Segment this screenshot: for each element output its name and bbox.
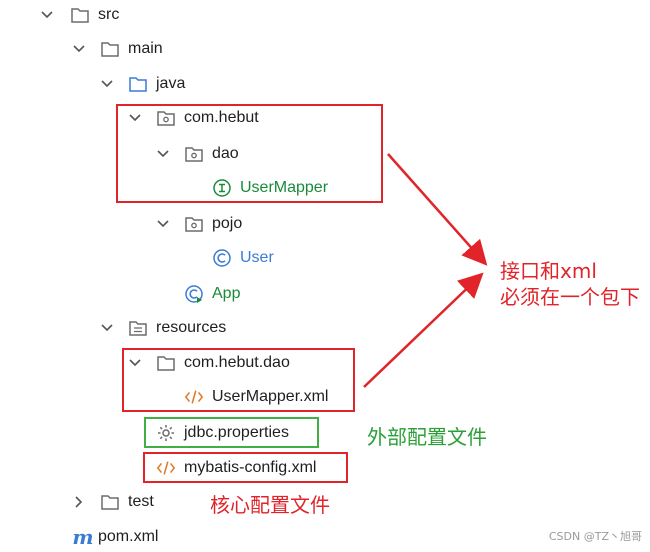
tree-label: test — [128, 493, 154, 510]
annotation-external-config: 外部配置文件 — [367, 425, 487, 449]
tree-label: jdbc.properties — [184, 424, 289, 441]
tree-label: mybatis-config.xml — [184, 459, 317, 476]
tree-label: java — [156, 75, 186, 92]
chevron-down-icon[interactable] — [128, 356, 142, 370]
annotation-core-config: 核心配置文件 — [210, 493, 330, 517]
tree-row-main[interactable]: main — [72, 34, 163, 64]
tree-label: User — [240, 249, 274, 266]
tree-row-com-hebut[interactable]: com.hebut — [128, 103, 259, 133]
resources-folder-icon — [128, 318, 148, 338]
tree-row-java[interactable]: java — [100, 69, 185, 99]
xml-icon — [184, 387, 204, 407]
folder-icon — [100, 39, 120, 59]
tree-row-dao[interactable]: dao — [156, 139, 239, 169]
tree-row-mybatis-config[interactable]: mybatis-config.xml — [156, 453, 316, 483]
tree-row-user[interactable]: User — [212, 243, 274, 273]
tree-label: src — [98, 6, 120, 23]
tree-row-test[interactable]: test — [72, 487, 154, 517]
chevron-down-icon[interactable] — [40, 8, 54, 22]
annotation-line-1: 接口和xml — [500, 259, 597, 283]
tree-row-jdbc-properties[interactable]: jdbc.properties — [156, 418, 289, 448]
tree-label: UserMapper.xml — [212, 388, 329, 405]
folder-icon — [100, 492, 120, 512]
package-icon — [156, 108, 176, 128]
maven-icon: m — [72, 525, 94, 549]
interface-icon — [212, 178, 232, 198]
tree-row-app[interactable]: App — [184, 279, 240, 309]
tree-row-pom[interactable]: m pom.xml — [72, 522, 158, 552]
arrow-from-resources-box — [363, 272, 484, 388]
highlight-resource-package-box — [122, 348, 355, 412]
chevron-down-icon[interactable] — [72, 42, 86, 56]
folder-icon — [156, 353, 176, 373]
tree-label: App — [212, 285, 241, 302]
annotation-line-2: 必须在一个包下 — [500, 285, 640, 309]
xml-icon — [156, 458, 176, 478]
tree-label: UserMapper — [240, 179, 329, 196]
chevron-down-icon[interactable] — [156, 147, 170, 161]
chevron-right-icon[interactable] — [72, 495, 86, 509]
tree-label: resources — [156, 319, 227, 336]
highlight-java-package-box — [116, 104, 383, 203]
gear-icon — [156, 423, 176, 443]
tree-label: com.hebut.dao — [184, 354, 290, 371]
tree-row-resources[interactable]: resources — [100, 313, 226, 343]
chevron-down-icon[interactable] — [156, 217, 170, 231]
tree-label: pom.xml — [98, 528, 159, 545]
folder-icon — [70, 5, 90, 25]
tree-label: main — [128, 40, 163, 57]
tree-row-com-hebut-dao[interactable]: com.hebut.dao — [128, 348, 290, 378]
highlight-jdbc-properties-box — [144, 417, 319, 448]
highlight-mybatis-config-box — [143, 452, 348, 483]
tree-row-usermapper[interactable]: UserMapper — [212, 173, 328, 203]
tree-label: com.hebut — [184, 109, 259, 126]
package-icon — [184, 144, 204, 164]
chevron-down-icon[interactable] — [100, 321, 114, 335]
chevron-down-icon[interactable] — [100, 77, 114, 91]
tree-row-usermapper-xml[interactable]: UserMapper.xml — [184, 382, 328, 412]
watermark: CSDN @TZ丶旭哥 — [548, 530, 642, 543]
tree-label: dao — [212, 145, 239, 162]
tree-label: pojo — [212, 215, 243, 232]
app-class-icon — [184, 284, 204, 304]
tree-row-pojo[interactable]: pojo — [156, 209, 242, 239]
class-icon — [212, 248, 232, 268]
arrow-from-package-box — [387, 153, 488, 266]
source-folder-icon — [128, 74, 148, 94]
chevron-down-icon[interactable] — [128, 111, 142, 125]
annotation-interface-xml: 接口和xml 必须在一个包下 — [500, 258, 640, 310]
tree-row-src[interactable]: src — [40, 0, 119, 30]
package-icon — [184, 214, 204, 234]
